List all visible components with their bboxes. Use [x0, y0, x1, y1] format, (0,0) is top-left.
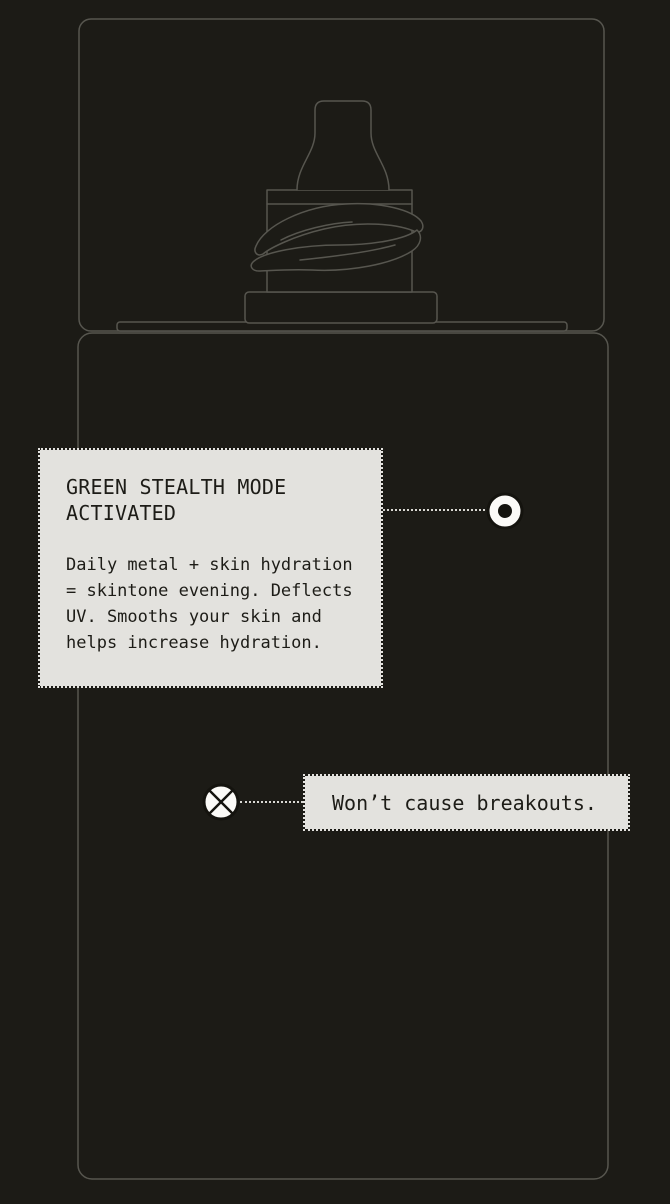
callout-label: Won’t cause breakouts.: [332, 790, 597, 815]
callout-breakouts: Won’t cause breakouts.: [303, 774, 630, 831]
callout-body: Daily metal + skin hydration = skintone …: [66, 555, 353, 653]
bullseye-dot-icon[interactable]: [485, 491, 525, 531]
connector-line-breakouts: [240, 801, 303, 803]
nozzle-tip: [296, 100, 390, 191]
swirl-ribbon-lower: [250, 229, 422, 272]
callout-title: GREEN STEALTH MODE ACTIVATED: [66, 475, 287, 525]
bottle-body-outline: [77, 332, 609, 1180]
connector-line-green-stealth: [383, 509, 485, 511]
crossed-circle-icon[interactable]: [201, 782, 241, 822]
pump-base: [244, 291, 438, 324]
callout-green-stealth: GREEN STEALTH MODE ACTIVATED Daily metal…: [38, 448, 383, 688]
